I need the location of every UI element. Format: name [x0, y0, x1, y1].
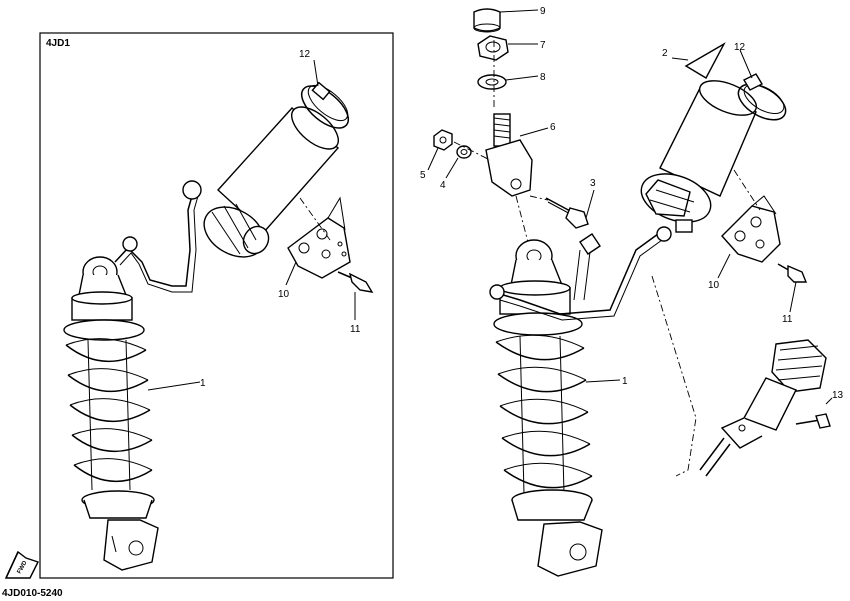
right-shock-absorber	[493, 239, 603, 577]
callout-left-1: 1	[200, 378, 206, 389]
right-bracket	[721, 195, 781, 263]
washer-4	[456, 145, 472, 159]
left-reservoir	[203, 81, 350, 258]
callout-right-11: 11	[782, 314, 793, 325]
callout-left-12: 12	[299, 49, 311, 60]
right-adjuster	[699, 339, 827, 477]
fwd-arrow-icon	[4, 550, 39, 579]
right-dash-cable	[651, 275, 697, 477]
nut-5	[433, 129, 453, 151]
callout-left-11: 11	[350, 324, 361, 335]
left-bolt	[337, 271, 374, 293]
callout-right-4: 4	[440, 180, 446, 191]
bolt-3	[545, 197, 589, 229]
right-bolt	[777, 263, 808, 283]
left-dash-bracket	[299, 197, 331, 241]
callout-right-8: 8	[540, 72, 546, 83]
cap-9	[473, 8, 501, 33]
right-hose	[489, 226, 672, 321]
nut-7	[477, 35, 509, 61]
inset-frame	[39, 32, 394, 579]
footer-code: 4JD010-5240	[2, 588, 63, 599]
bolt-13	[795, 413, 831, 429]
inset-code: 4JD1	[46, 38, 70, 49]
callout-right-10: 10	[708, 280, 720, 291]
left-bracket	[287, 196, 351, 279]
warning-triangle-icon	[684, 42, 726, 79]
callout-right-3: 3	[590, 178, 596, 189]
right-reservoir	[640, 73, 787, 233]
left-shock-absorber	[63, 180, 202, 571]
callout-right-5: 5	[420, 170, 426, 181]
callout-left-10: 10	[278, 289, 290, 300]
callout-right-7: 7	[540, 40, 546, 51]
washer-8	[477, 74, 507, 90]
callout-right-13: 13	[832, 390, 844, 401]
upper-mount-6	[485, 113, 533, 197]
callout-right-1: 1	[622, 376, 628, 387]
callout-right-2: 2	[662, 48, 668, 59]
callout-right-6: 6	[550, 122, 556, 133]
callout-right-9: 9	[540, 6, 546, 17]
callout-right-12: 12	[734, 42, 746, 53]
